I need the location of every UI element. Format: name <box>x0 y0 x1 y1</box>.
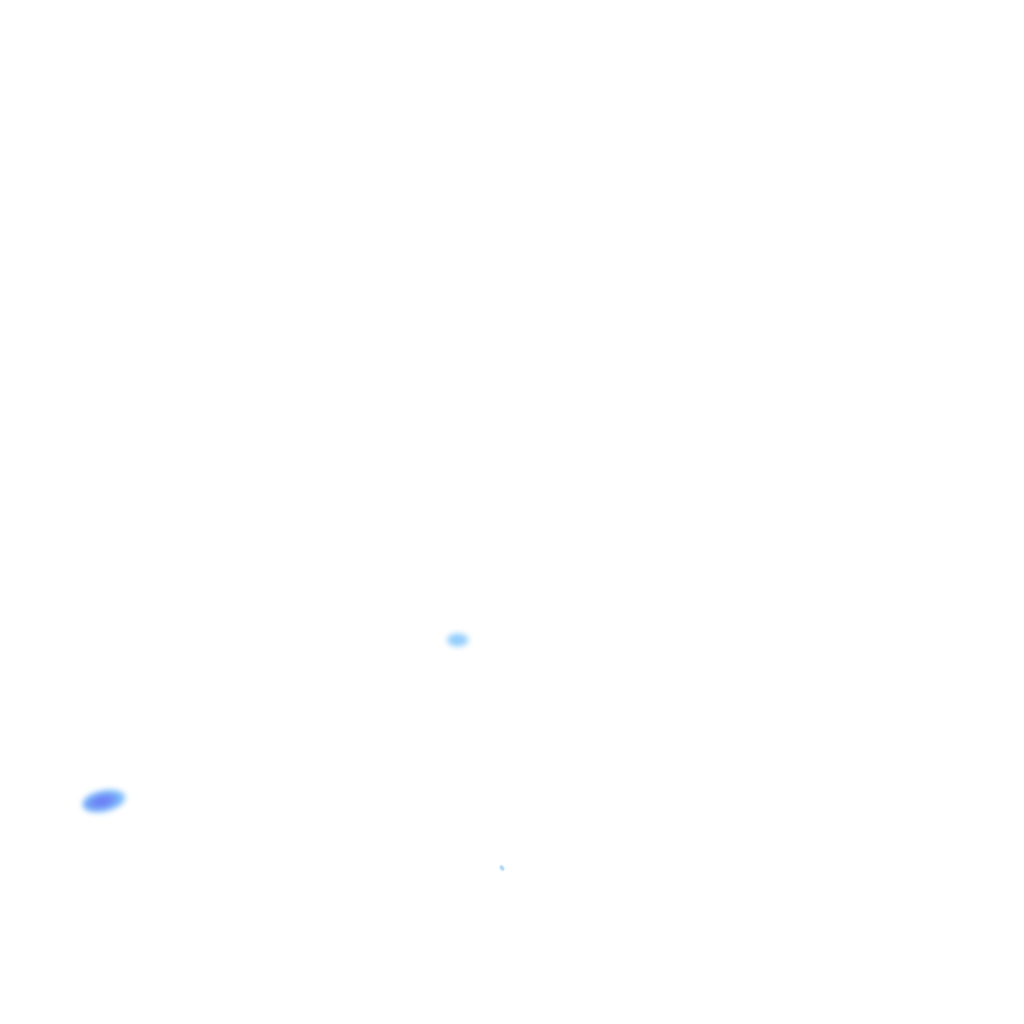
small-light-blue-spot <box>447 633 469 647</box>
tiny-light-blue-spot <box>498 864 506 872</box>
large-blue-spot <box>80 785 128 817</box>
